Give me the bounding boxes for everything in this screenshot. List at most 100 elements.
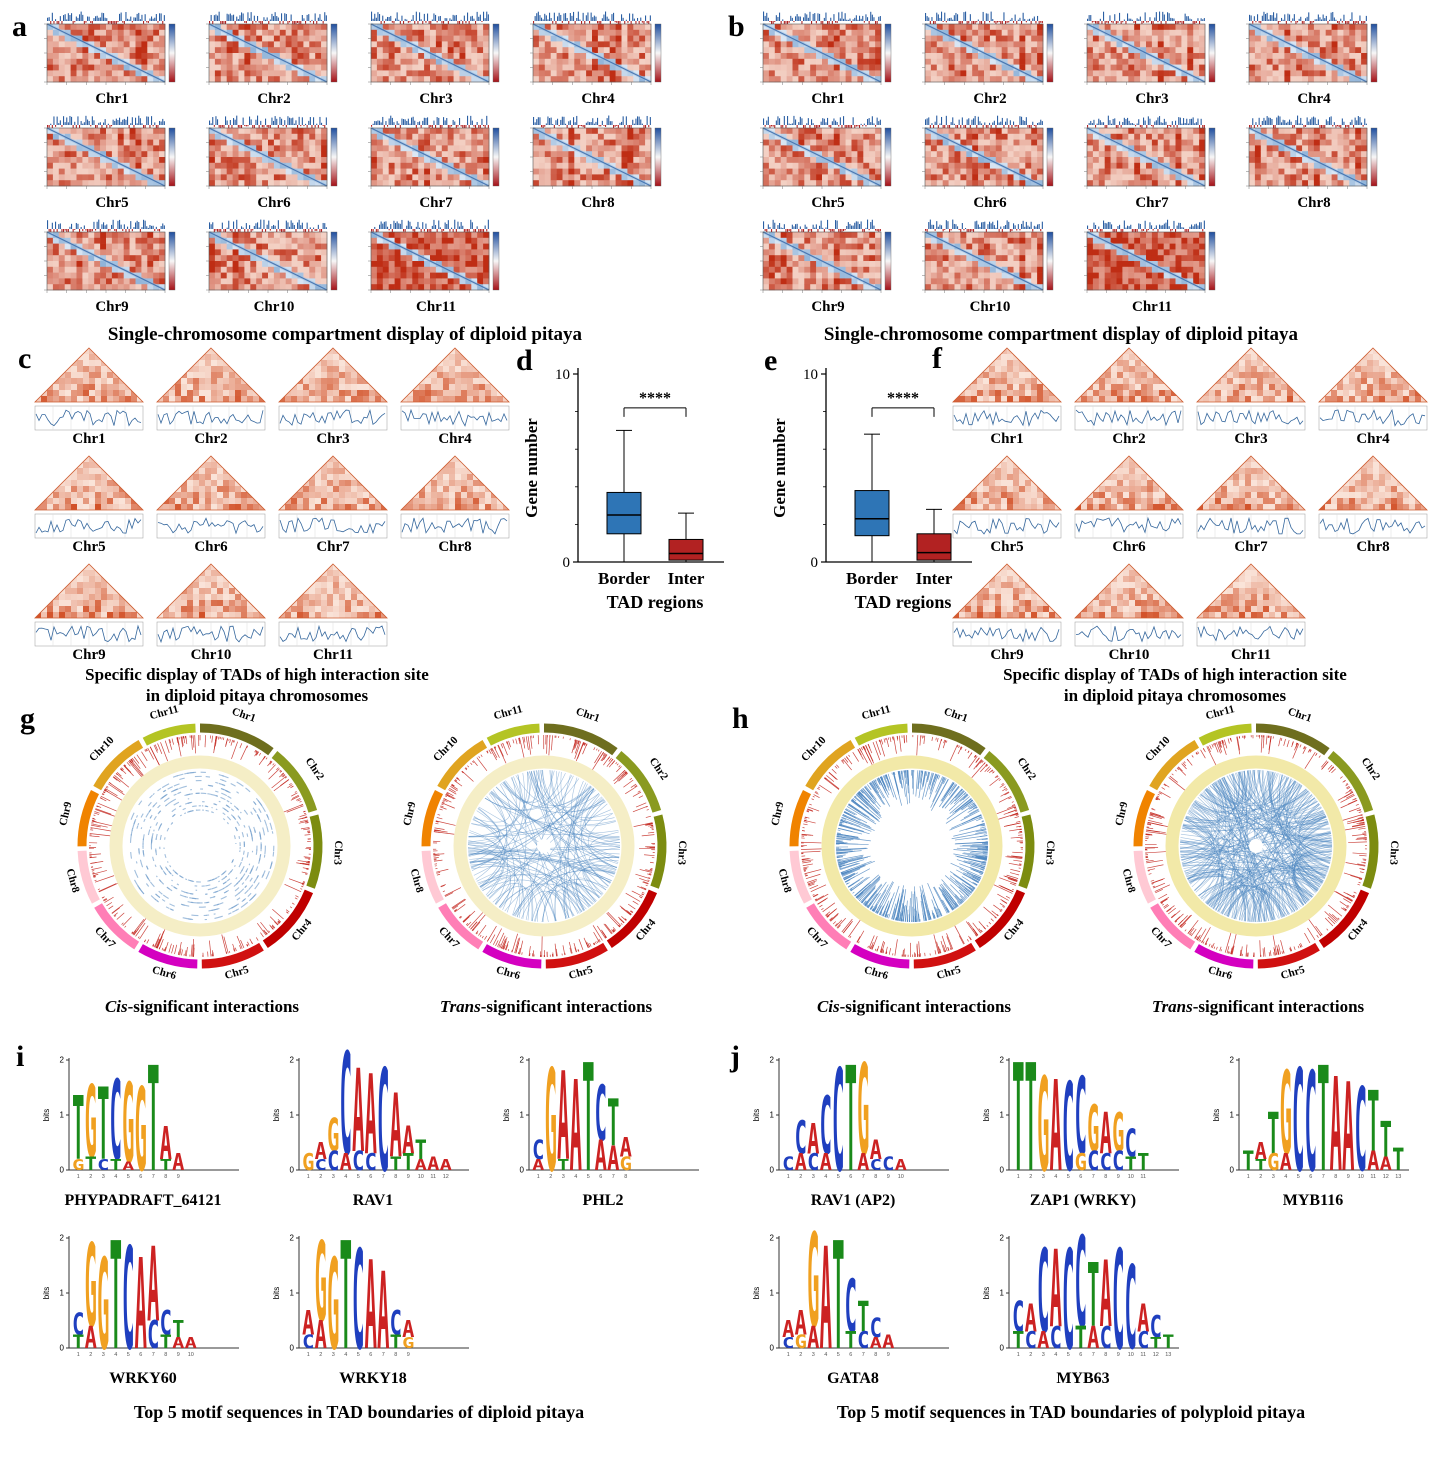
chr-label: Chr9 — [72, 647, 106, 663]
compartment-heatmap-image — [206, 11, 338, 85]
chr-label: Chr10 — [190, 647, 232, 663]
motif-name: WRKY18 — [339, 1370, 407, 1387]
panel-i-label: i — [16, 1040, 25, 1073]
chr-label: Chr6 — [1112, 539, 1146, 555]
tad-triangle-image — [1074, 563, 1184, 647]
caption-italic: Cis — [104, 997, 128, 1016]
compartment-heatmap-image — [206, 219, 338, 293]
compartment-heatmap-chr10: Chr10 — [912, 218, 1068, 316]
tad-triangle-chr10: Chr10 — [152, 562, 270, 664]
tad-triangle-chr6: Chr6 — [152, 454, 270, 556]
chr-label: Chr4 — [581, 91, 615, 107]
tad-triangle-image — [278, 455, 388, 539]
tad-triangle-chr7: Chr7 — [1192, 454, 1310, 556]
chr-label: Chr2 — [973, 91, 1007, 107]
chr-label: Chr8 — [1297, 195, 1331, 211]
panel-f-caption-line1: Specific display of TADs of high interac… — [1003, 665, 1347, 684]
compartment-heatmap-image — [206, 115, 338, 189]
panel-f-label: f — [932, 342, 942, 375]
motif-name: GATA8 — [827, 1370, 879, 1387]
chr-label: Chr3 — [419, 91, 453, 107]
compartment-heatmap-image — [922, 11, 1054, 85]
panel-j-label: j — [730, 1040, 740, 1073]
tad-triangle-chr8: Chr8 — [1314, 454, 1430, 556]
compartment-heatmap-image — [760, 115, 892, 189]
panel-b-label: b — [728, 10, 745, 43]
tad-triangle-image — [1196, 563, 1306, 647]
compartment-heatmap-chr6: Chr6 — [912, 114, 1068, 212]
motif-name: ZAP1 (WRKY) — [1029, 1192, 1137, 1209]
circos-g-trans-caption: Trans-significant interactions — [374, 996, 718, 1017]
tad-triangle-image — [156, 347, 266, 431]
tad-triangle-chr9: Chr9 — [948, 562, 1066, 664]
tad-triangle-image — [278, 563, 388, 647]
compartment-heatmap-image — [922, 219, 1054, 293]
chr-label: Chr9 — [811, 299, 845, 315]
compartment-heatmap-chr8: Chr8 — [1236, 114, 1392, 212]
compartment-heatmap-image — [1084, 115, 1216, 189]
motif-name: PHYPADRAFT_64121 — [64, 1192, 222, 1209]
chr-label: Chr4 — [438, 431, 472, 447]
compartment-heatmap-chr9: Chr9 — [34, 218, 190, 316]
panel-c-label: c — [18, 342, 32, 375]
tad-triangle-image — [400, 347, 510, 431]
tad-triangle-chr11: Chr11 — [1192, 562, 1310, 664]
compartment-heatmap-chr7: Chr7 — [1074, 114, 1230, 212]
chr-label: Chr5 — [95, 195, 129, 211]
tad-triangle-chr2: Chr2 — [1070, 346, 1188, 448]
compartment-heatmap-image — [530, 11, 662, 85]
compartment-heatmap-chr11: Chr11 — [1074, 218, 1230, 316]
chr-label: Chr6 — [194, 539, 228, 555]
chr-label: Chr4 — [1356, 431, 1390, 447]
tad-triangle-image — [1318, 347, 1428, 431]
panel-a-label: a — [12, 10, 27, 43]
caption-rest: -significant interactions — [127, 997, 300, 1016]
panel-c-caption: Specific display of TADs of high interac… — [6, 664, 508, 707]
compartment-heatmap-image — [1084, 219, 1216, 293]
tad-triangle-image — [156, 563, 266, 647]
motif-name: RAV1 — [352, 1192, 394, 1209]
caption-italic: Cis — [816, 997, 840, 1016]
caption-rest: -significant interactions — [839, 997, 1012, 1016]
chr-label: Chr5 — [811, 195, 845, 211]
chr-label: Chr5 — [72, 539, 106, 555]
tad-triangle-chr11: Chr11 — [274, 562, 392, 664]
panel-e-label: e — [764, 344, 778, 377]
panel-j-caption: Top 5 motif sequences in TAD boundaries … — [836, 1402, 1306, 1422]
panel-f-caption: Specific display of TADs of high interac… — [924, 664, 1426, 707]
chr-label: Chr11 — [1131, 299, 1172, 315]
motif-name: WRKY60 — [109, 1370, 177, 1387]
compartment-heatmap-image — [530, 115, 662, 189]
tad-triangle-image — [34, 563, 144, 647]
motif-name: PHL2 — [582, 1192, 624, 1209]
compartment-heatmap-chr11: Chr11 — [358, 218, 514, 316]
tad-triangle-image — [1318, 455, 1428, 539]
panel-c-caption-line1: Specific display of TADs of high interac… — [85, 665, 429, 684]
chr-label: Chr1 — [95, 91, 129, 107]
motif-name: MYB63 — [1056, 1370, 1110, 1387]
circos-g-cis-caption: Cis-significant interactions — [30, 996, 374, 1017]
circos-trans-diploid-svg: Chr1Chr2Chr3Chr4Chr5Chr6Chr7Chr8Chr9Chr1… — [401, 703, 688, 982]
caption-rest: -significant interactions — [480, 997, 653, 1016]
